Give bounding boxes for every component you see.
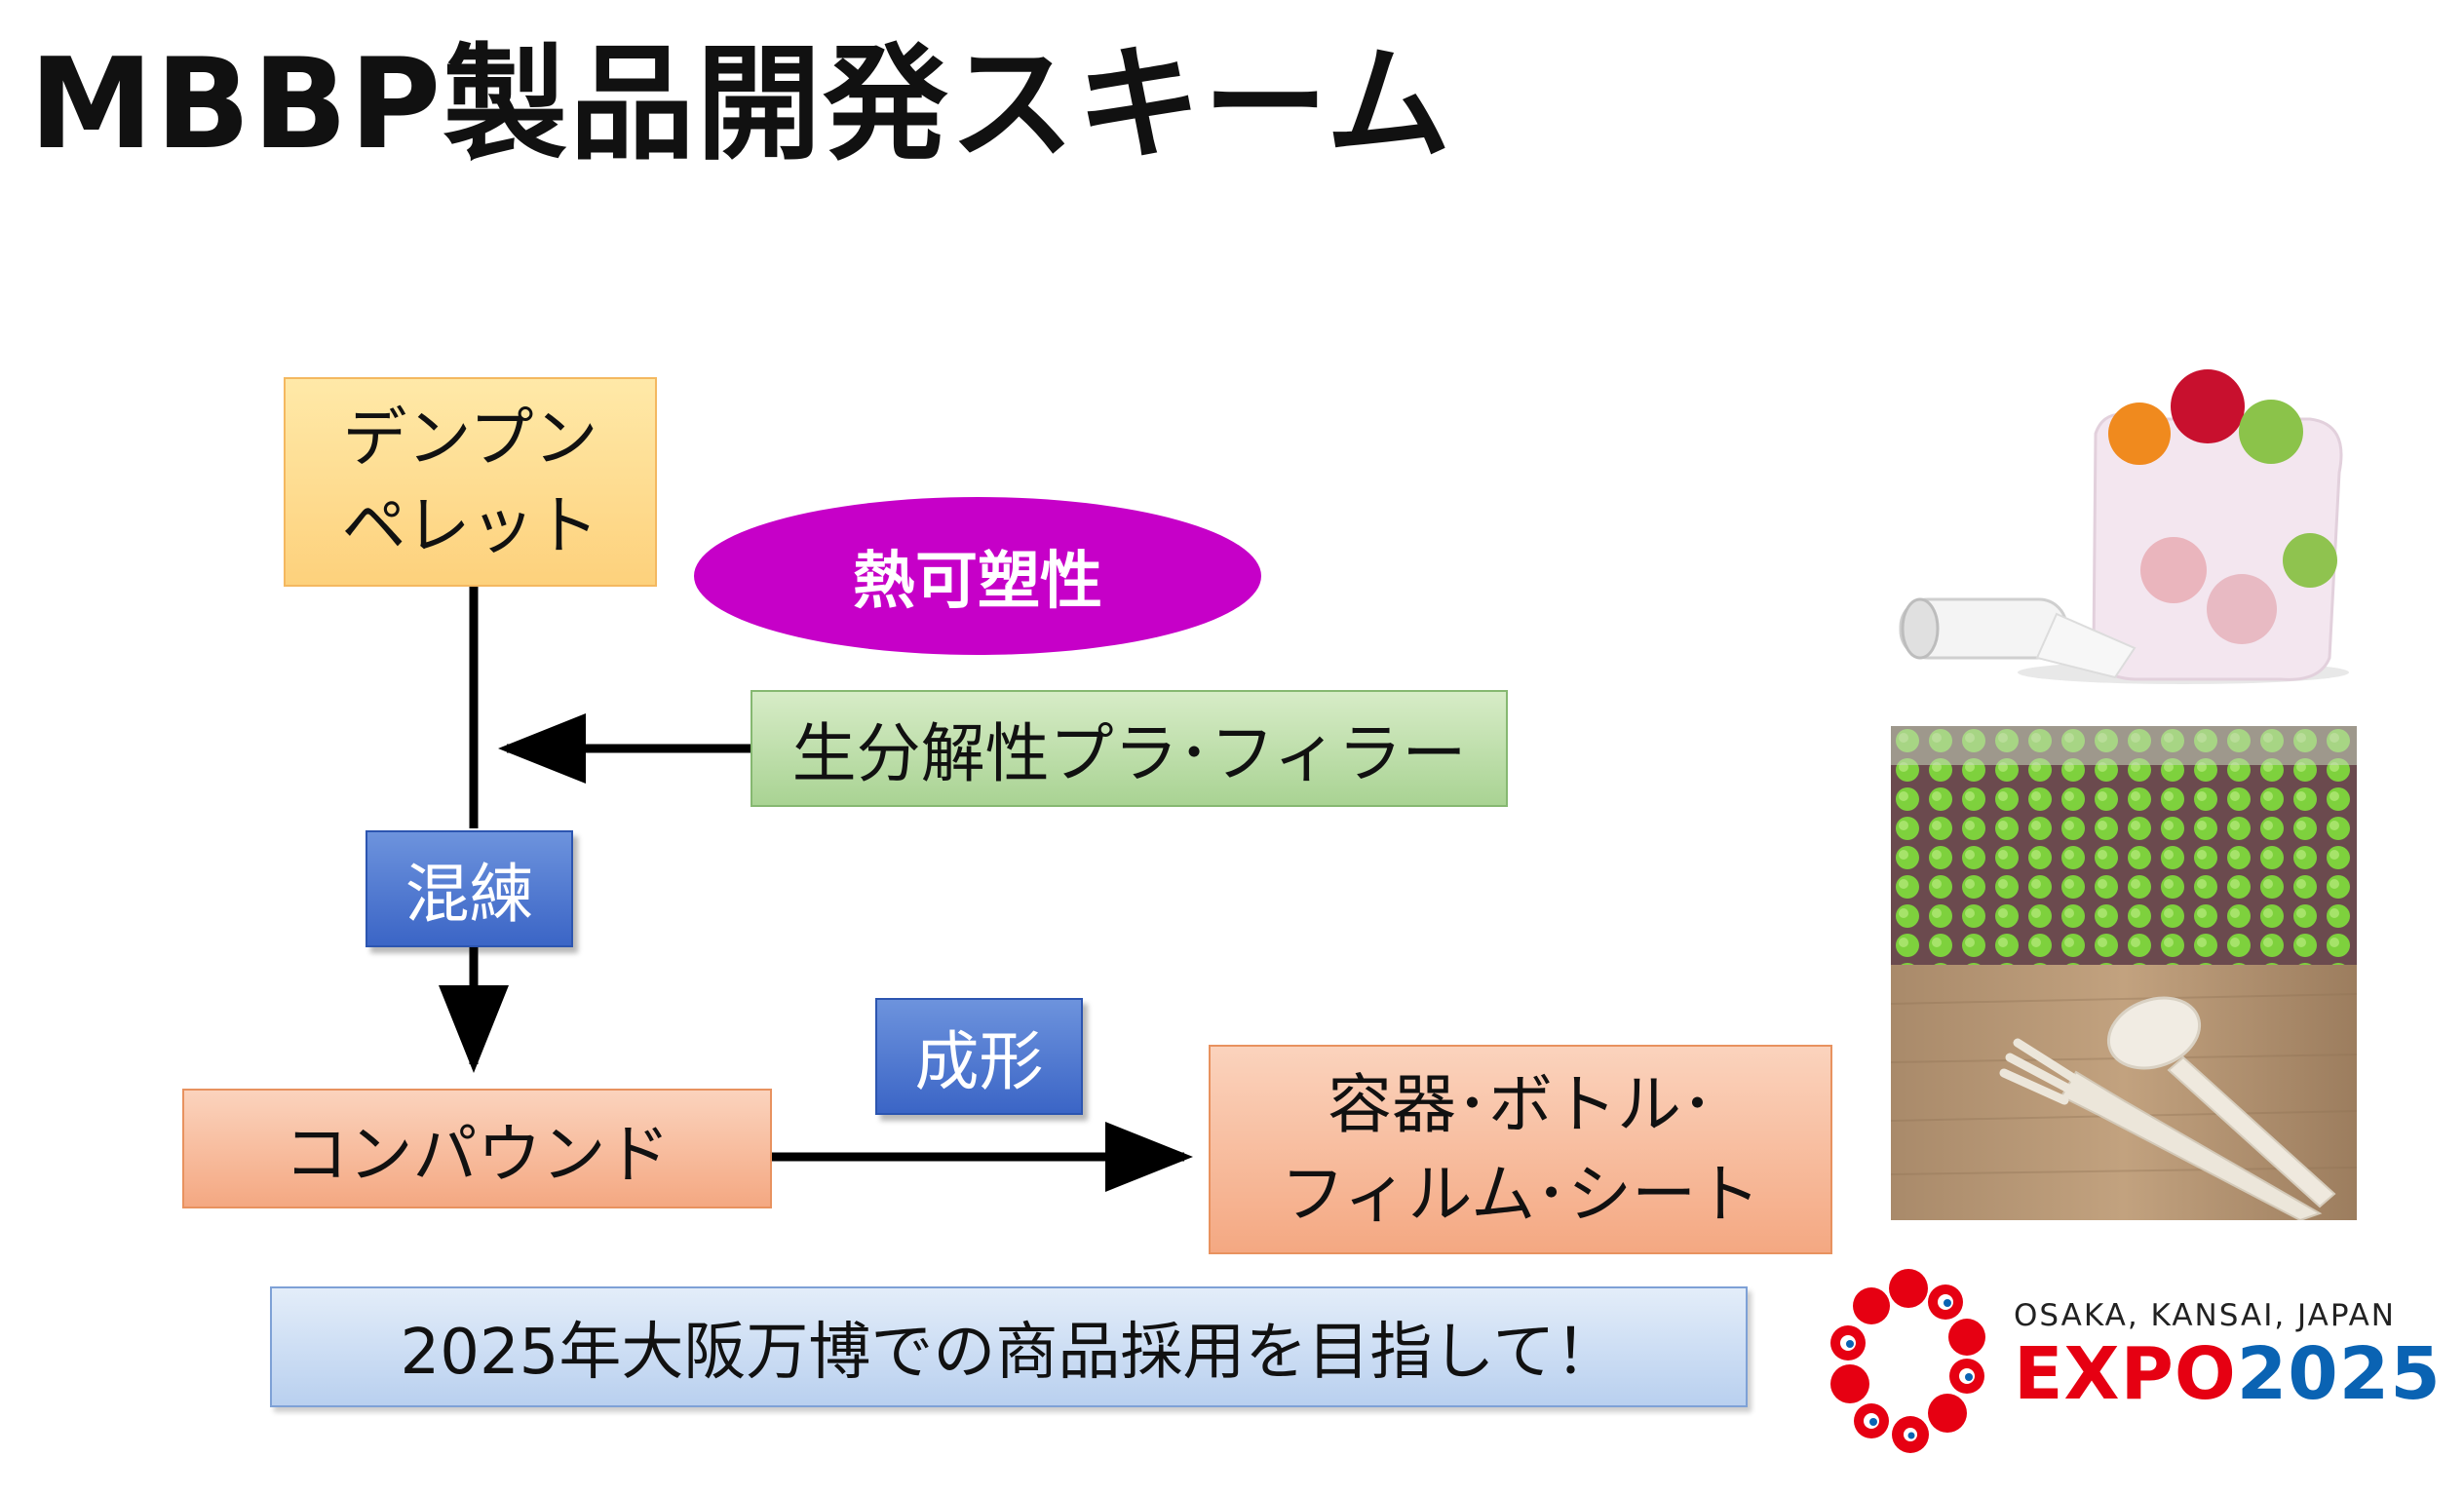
thermoplastic-ellipse: 熱可塑性 xyxy=(694,497,1261,655)
expo-logo-text: OSAKA, KANSAI, JAPAN EXPO2025 xyxy=(2014,1296,2442,1413)
expo-wordmark: EXPO2025 xyxy=(2014,1332,2442,1416)
products-box: 容器･ボトル･ フィルム･シート xyxy=(1209,1045,1832,1254)
produce-bag-photo xyxy=(1891,365,2357,687)
starch-pellet-box: デンプン ペレット xyxy=(284,377,657,587)
compound-box: コンパウンド xyxy=(182,1089,772,1208)
goal-banner: 2025年大阪万博での商品採用を目指して！ xyxy=(270,1286,1748,1407)
expo-logo-mark xyxy=(1830,1269,1985,1453)
page-title: MBBP製品開発スキーム xyxy=(29,32,1453,177)
cutlery-photo xyxy=(1891,965,2357,1220)
expo-subtitle: OSAKA, KANSAI, JAPAN xyxy=(2014,1298,2396,1333)
kneading-label: 混練 xyxy=(366,830,573,947)
filler-box: 生分解性プラ･フィラー xyxy=(751,690,1508,807)
molding-label: 成形 xyxy=(875,998,1083,1115)
lettuce-field-photo xyxy=(1891,726,2357,965)
